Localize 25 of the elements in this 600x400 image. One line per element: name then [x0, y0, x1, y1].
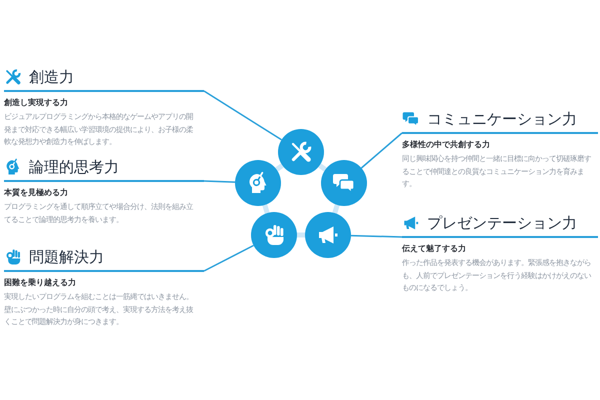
hand-icon	[251, 212, 297, 258]
section-subtitle: 多様性の中で共創する力	[402, 139, 490, 150]
section-subtitle: 本質を見極める力	[4, 187, 68, 198]
connector-line	[332, 204, 340, 214]
section-heading: 論理的思考力	[29, 157, 119, 177]
connector-line	[318, 163, 327, 172]
head-icon	[235, 160, 281, 206]
section-subtitle: 創造し実現する力	[4, 97, 68, 108]
section-heading: コミュニケーション力	[427, 109, 577, 129]
section-heading: プレゼンテーション力	[427, 213, 577, 233]
section-heading: 問題解決力	[29, 247, 104, 267]
connector-line	[297, 232, 305, 238]
leader-line	[204, 180, 236, 183]
section-subtitle: 困難を乗り越える力	[4, 277, 76, 288]
connector-line	[275, 163, 284, 172]
leader-line	[360, 132, 402, 169]
speech-bubbles-icon	[321, 160, 367, 206]
megaphone-icon	[305, 212, 351, 258]
leader-line	[204, 90, 282, 140]
leader-line	[204, 244, 254, 272]
wrench-and-screwdriver-icon	[278, 129, 324, 175]
leader-line	[350, 234, 402, 238]
section-heading: 創造力	[29, 67, 74, 87]
connector-line	[262, 204, 270, 214]
section-subtitle: 伝えて魅了する力	[402, 243, 466, 254]
